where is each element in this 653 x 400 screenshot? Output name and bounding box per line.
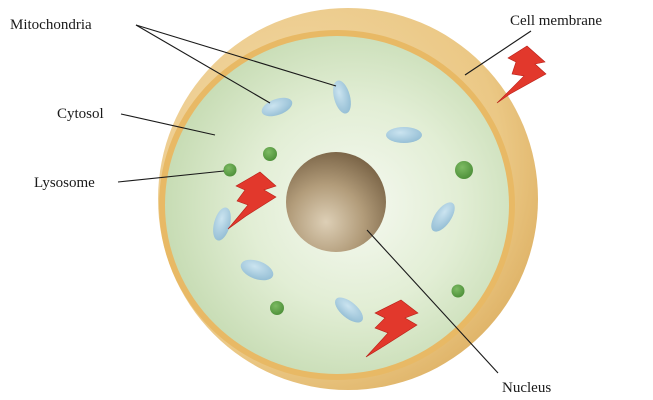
lysosome — [455, 161, 473, 179]
label-cell-membrane: Cell membrane — [510, 13, 602, 29]
label-lysosome: Lysosome — [34, 175, 95, 191]
lysosome — [224, 164, 237, 177]
label-nucleus: Nucleus — [502, 380, 551, 396]
lysosome — [263, 147, 277, 161]
lysosome — [452, 285, 465, 298]
lysosome — [270, 301, 284, 315]
nucleus — [286, 152, 386, 252]
label-cytosol: Cytosol — [57, 106, 104, 122]
mitochondrion — [386, 127, 422, 143]
label-mitochondria: Mitochondria — [10, 17, 92, 33]
